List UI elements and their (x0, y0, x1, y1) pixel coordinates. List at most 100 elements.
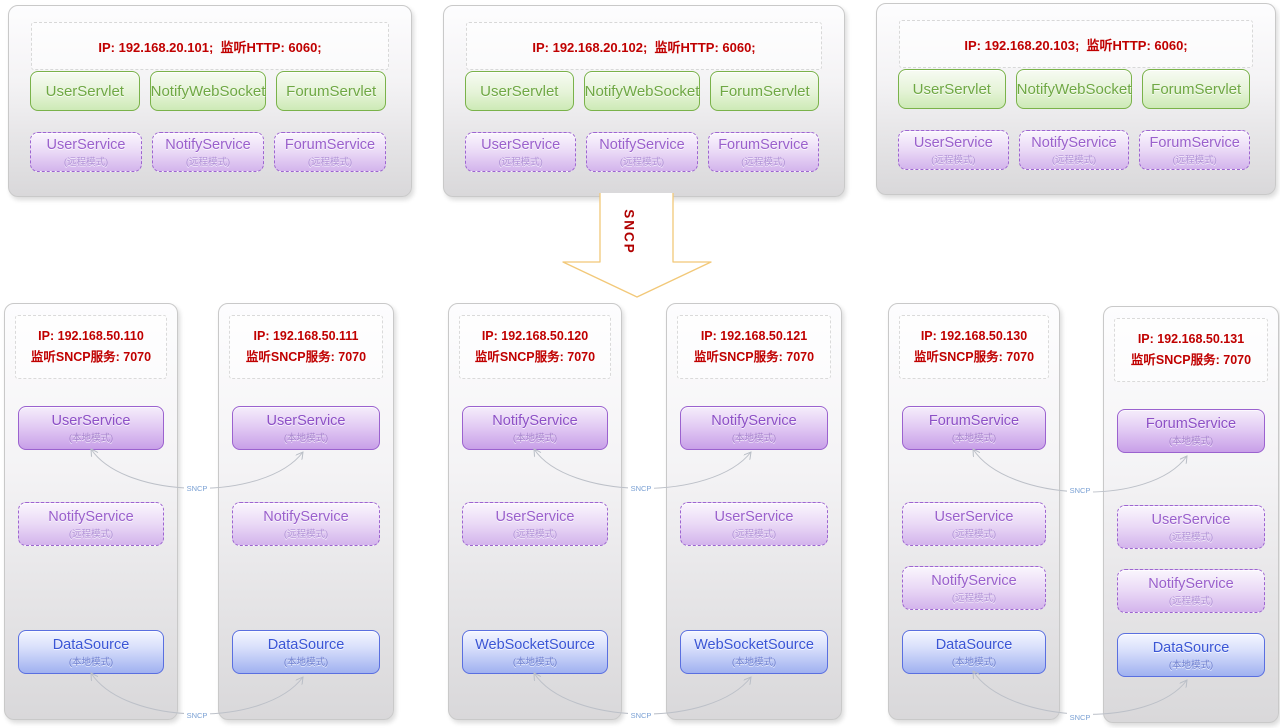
ip-banner: IP: 192.168.50.131 监听SNCP服务: 7070 (1114, 318, 1268, 382)
servlet-row: UserServlet NotifyWebSocket ForumServlet (898, 69, 1250, 109)
service-mode: (远程模式) (731, 528, 777, 540)
ip-banner: IP: 192.168.20.101; 监听HTTP: 6060; (31, 22, 389, 70)
ip-banner: IP: 192.168.20.102; 监听HTTP: 6060; (466, 22, 822, 70)
source-box: DataSource (本地模式) (1117, 633, 1265, 677)
service-box: UserService (本地模式) (18, 406, 164, 450)
port-text: 监听SNCP服务: 7070 (474, 349, 596, 364)
service-mode: (远程模式) (741, 156, 786, 168)
servlet-box: UserServlet (30, 71, 140, 111)
servlet-box: ForumServlet (1142, 69, 1250, 109)
service-name: ForumService (1149, 134, 1240, 151)
ip-text: IP: 192.168.20.101; 监听HTTP: 6060; (98, 39, 322, 55)
service-name: NotifyService (48, 508, 134, 525)
service-mode: (本地模式) (731, 432, 777, 444)
service-box: NotifyService (远程模式) (18, 502, 164, 546)
service-box: UserService (远程模式) (1117, 505, 1265, 549)
sncp-server-121: IP: 192.168.50.121 监听SNCP服务: 7070 Notify… (666, 303, 842, 720)
service-mode: (远程模式) (1168, 595, 1214, 607)
service-name: UserService (51, 412, 131, 429)
sncp-server-131: IP: 192.168.50.131 监听SNCP服务: 7070 ForumS… (1103, 306, 1279, 723)
source-box: WebSocketSource (本地模式) (680, 630, 828, 674)
ip-banner: IP: 192.168.50.120 监听SNCP服务: 7070 (459, 315, 611, 379)
service-box: ForumService (远程模式) (274, 132, 386, 172)
service-box: UserService (本地模式) (232, 406, 380, 450)
port-text: 监听SNCP服务: 7070 (30, 349, 152, 364)
service-mode: (远程模式) (185, 156, 231, 168)
service-mode: (远程模式) (951, 592, 997, 604)
service-mode: (远程模式) (1051, 154, 1097, 166)
service-mode: (远程模式) (1172, 154, 1217, 166)
service-name: NotifyService (1031, 134, 1117, 151)
service-name: UserService (266, 412, 346, 429)
service-box: ForumService (远程模式) (1139, 130, 1251, 170)
ip-text: IP: 192.168.50.130 (920, 329, 1028, 343)
port-text: 监听SNCP服务: 7070 (693, 349, 815, 364)
service-box: NotifyService (本地模式) (680, 406, 828, 450)
service-box: UserService (远程模式) (30, 132, 142, 172)
ip-text: IP: 192.168.50.111 (253, 329, 359, 343)
service-box: UserService (远程模式) (902, 502, 1046, 546)
service-mode: (远程模式) (283, 528, 329, 540)
service-row: UserService (远程模式) NotifyService (远程模式) … (465, 132, 819, 172)
servlet-box: NotifyWebSocket (149, 71, 267, 111)
service-mode: (远程模式) (619, 156, 665, 168)
service-name: NotifyService (599, 136, 685, 153)
ip-banner: IP: 192.168.50.110 监听SNCP服务: 7070 (15, 315, 167, 379)
service-box: NotifyService (远程模式) (586, 132, 698, 172)
service-box: NotifyService (远程模式) (152, 132, 264, 172)
sncp-server-130: IP: 192.168.50.130 监听SNCP服务: 7070 ForumS… (888, 303, 1060, 720)
service-box: UserService (远程模式) (465, 132, 577, 172)
ip-text: IP: 192.168.50.121 (700, 329, 808, 343)
ip-text: IP: 192.168.50.120 (481, 329, 589, 343)
service-mode: (远程模式) (951, 528, 997, 540)
servlet-row: UserServlet NotifyWebSocket ForumServlet (465, 71, 819, 111)
ip-banner: IP: 192.168.50.121 监听SNCP服务: 7070 (677, 315, 831, 379)
service-box: UserService (远程模式) (462, 502, 608, 546)
http-server-103: IP: 192.168.20.103; 监听HTTP: 6060; UserSe… (876, 3, 1276, 195)
sncp-server-120: IP: 192.168.50.120 监听SNCP服务: 7070 Notify… (448, 303, 622, 720)
service-name: NotifyService (711, 412, 797, 429)
source-name: WebSocketSource (475, 636, 595, 653)
ip-banner: IP: 192.168.50.130 监听SNCP服务: 7070 (899, 315, 1049, 379)
source-box: DataSource (本地模式) (18, 630, 164, 674)
port-text: 监听SNCP服务: 7070 (913, 349, 1035, 364)
service-box: NotifyService (远程模式) (232, 502, 380, 546)
link-label: SNCP (187, 711, 208, 720)
source-mode: (本地模式) (951, 656, 997, 668)
service-mode: (本地模式) (68, 432, 114, 444)
source-mode: (本地模式) (68, 656, 114, 668)
service-name: UserService (934, 508, 1014, 525)
service-name: UserService (913, 134, 993, 151)
servlet-box: UserServlet (465, 71, 574, 111)
source-box: WebSocketSource (本地模式) (462, 630, 608, 674)
service-mode: (远程模式) (931, 154, 976, 166)
sncp-server-111: IP: 192.168.50.111 监听SNCP服务: 7070 UserSe… (218, 303, 394, 720)
service-name: UserService (46, 136, 126, 153)
sncp-server-110: IP: 192.168.50.110 监听SNCP服务: 7070 UserSe… (4, 303, 178, 720)
servlet-box: ForumServlet (276, 71, 386, 111)
service-mode: (本地模式) (512, 432, 558, 444)
service-box: UserService (远程模式) (680, 502, 828, 546)
servlet-box: UserServlet (898, 69, 1006, 109)
service-row: UserService (远程模式) NotifyService (远程模式) … (898, 130, 1251, 170)
service-box: ForumService (本地模式) (902, 406, 1046, 450)
port-text: 监听SNCP服务: 7070 (1130, 352, 1252, 367)
service-name: NotifyService (492, 412, 578, 429)
ip-text: IP: 192.168.20.103; 监听HTTP: 6060; (964, 37, 1188, 53)
service-box: NotifyService (本地模式) (462, 406, 608, 450)
source-name: DataSource (52, 636, 130, 653)
http-server-101: IP: 192.168.20.101; 监听HTTP: 6060; UserSe… (8, 5, 412, 197)
link-label: SNCP (187, 484, 208, 493)
link-label: SNCP (631, 484, 652, 493)
ip-banner: IP: 192.168.20.103; 监听HTTP: 6060; (899, 20, 1253, 68)
service-name: UserService (714, 508, 794, 525)
service-name: NotifyService (165, 136, 251, 153)
service-mode: (远程模式) (63, 156, 109, 168)
service-mode: (本地模式) (951, 432, 997, 444)
ip-banner: IP: 192.168.50.111 监听SNCP服务: 7070 (229, 315, 383, 379)
service-name: NotifyService (1148, 575, 1234, 592)
service-name: ForumService (928, 412, 1020, 429)
source-name: DataSource (267, 636, 345, 653)
service-name: NotifyService (263, 508, 349, 525)
